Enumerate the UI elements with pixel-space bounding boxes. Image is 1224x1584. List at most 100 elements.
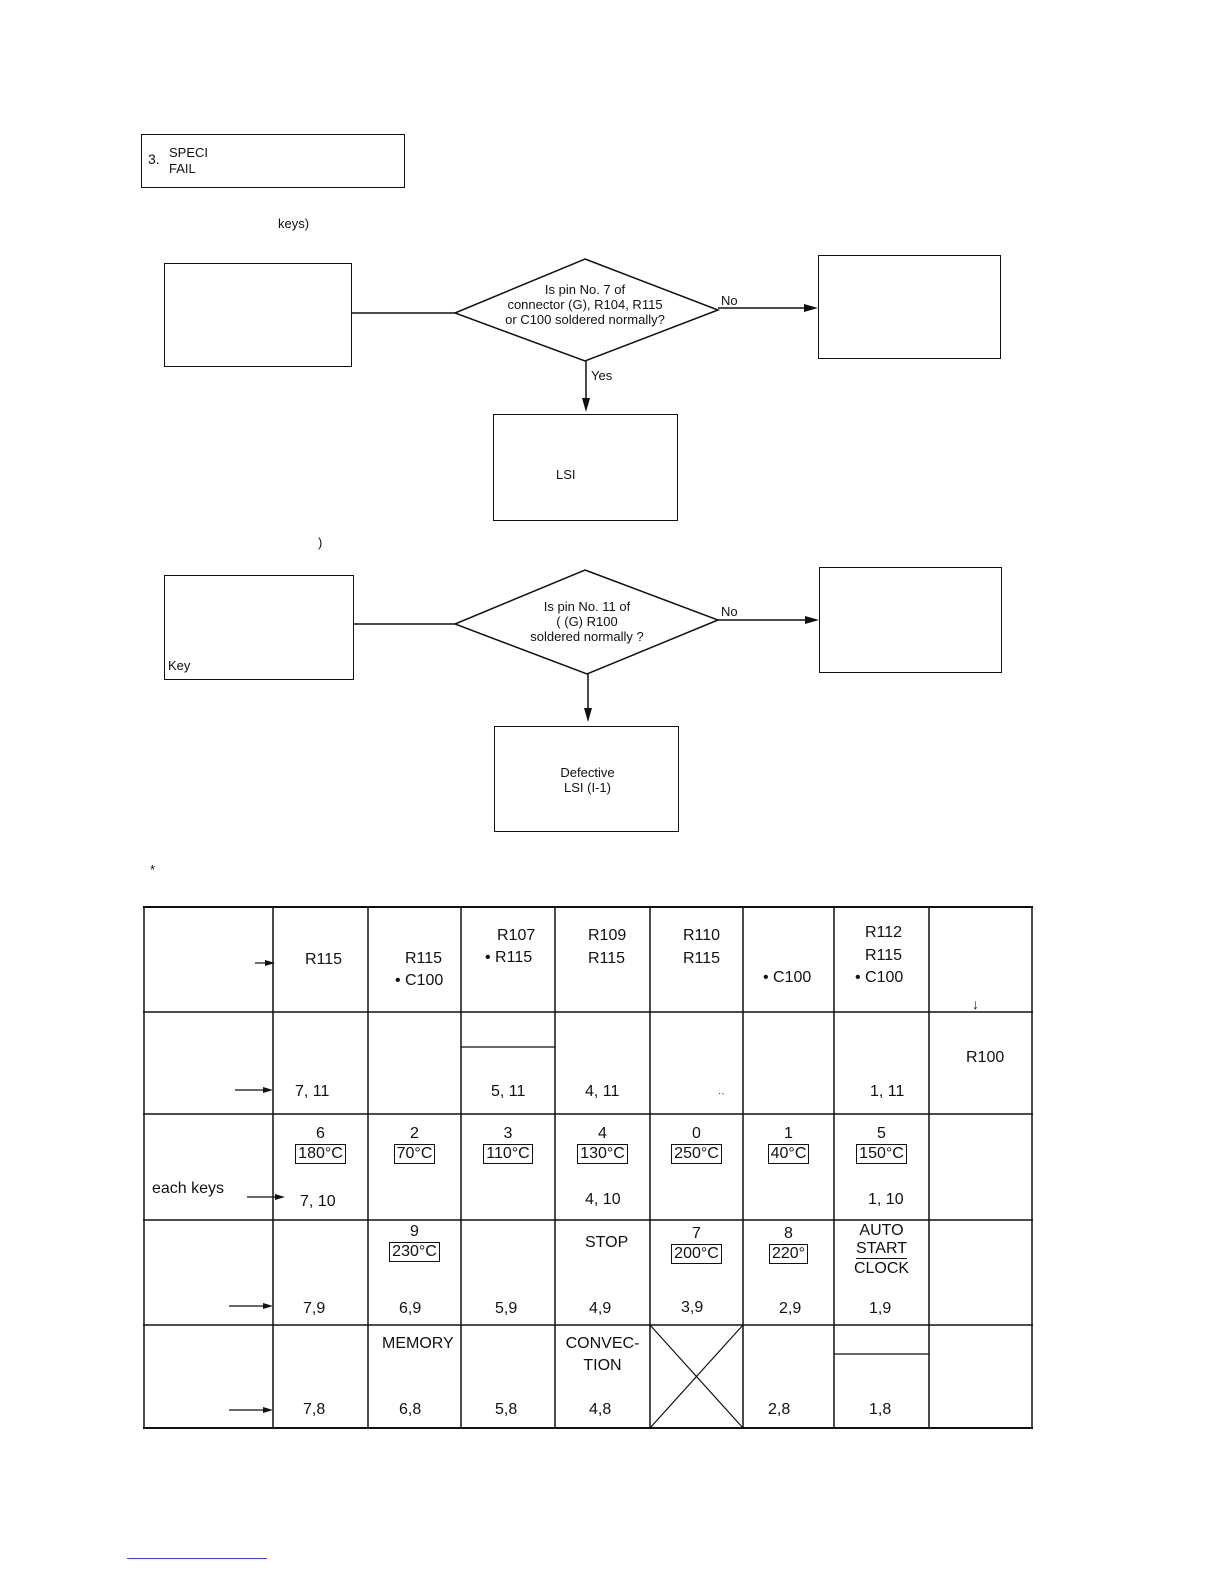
flow1-right-box bbox=[818, 255, 1001, 359]
flow2-diamond-line2: ( (G) R100 bbox=[556, 614, 618, 629]
flow1-diamond-line1: Is pin No. 7 of bbox=[544, 282, 626, 297]
r2c5-mark: ·˴ bbox=[718, 1088, 725, 1099]
r4c6-temp: 220° bbox=[768, 1244, 809, 1264]
r5c3-pins: 5,8 bbox=[495, 1401, 518, 1418]
r1c3-line2: • R115 bbox=[485, 949, 533, 966]
r4c5-num: 7 bbox=[692, 1225, 701, 1242]
r3c1-key[interactable]: 6 180°C bbox=[273, 1124, 368, 1164]
r4c7-key[interactable]: AUTO START CLOCK bbox=[834, 1222, 929, 1279]
r5c4-line2: TION bbox=[583, 1357, 622, 1374]
flow1-heading: keys) bbox=[278, 216, 310, 231]
r3c6-key[interactable]: 1 40°C bbox=[743, 1124, 834, 1164]
r1c7-line1: R112 bbox=[865, 924, 903, 941]
r4c7-line2: START bbox=[856, 1240, 907, 1259]
r2c7-pins: 1, 11 bbox=[870, 1083, 905, 1100]
flow2-left-box: Key bbox=[164, 575, 354, 680]
r1c5-line1: R110 bbox=[683, 927, 721, 944]
r3c1-num: 6 bbox=[316, 1125, 325, 1142]
r1c7-line2: R115 bbox=[865, 947, 903, 964]
r3c4-pins: 4, 10 bbox=[585, 1191, 621, 1208]
r2c8-value: R100 bbox=[966, 1049, 1005, 1066]
r3c7-num: 5 bbox=[877, 1125, 886, 1142]
r3c7-temp: 150°C bbox=[856, 1144, 907, 1164]
r3c7-pins: 1, 10 bbox=[868, 1191, 904, 1208]
r3c3-temp: 110°C bbox=[483, 1144, 533, 1164]
r3c6-num: 1 bbox=[784, 1125, 793, 1142]
flow2-no-label: No bbox=[721, 604, 738, 619]
r4c5-key[interactable]: 7 200°C bbox=[650, 1224, 743, 1264]
r4c6-num: 8 bbox=[784, 1225, 793, 1242]
r4c2-temp: 230°C bbox=[389, 1242, 440, 1262]
r5c7-pins: 1,8 bbox=[869, 1401, 892, 1418]
r1c2-line2: • C100 bbox=[395, 972, 444, 989]
r2c3-pins: 5, 11 bbox=[491, 1083, 526, 1100]
r4c4-pins: 4,9 bbox=[589, 1300, 612, 1317]
r3c2-num: 2 bbox=[410, 1125, 419, 1142]
table-grid bbox=[143, 906, 1033, 1429]
r3-label: each keys bbox=[152, 1180, 225, 1197]
r4c2-key[interactable]: 9 230°C bbox=[368, 1222, 461, 1262]
flow2-right-box bbox=[819, 567, 1002, 673]
r4c1-pins: 7,9 bbox=[303, 1300, 326, 1317]
key-matrix-table: R115 R115 • C100 R107 • R115 R109 R115 R… bbox=[143, 906, 1033, 1429]
r4c3-pins: 5,9 bbox=[495, 1300, 518, 1317]
section-title-line2: FAIL bbox=[169, 161, 196, 176]
flow1-bottom-box: LSI bbox=[493, 414, 678, 521]
r1c3-line1: R107 bbox=[497, 927, 536, 944]
flow2-left-box-label: Key bbox=[168, 658, 191, 673]
r4c7-line3: CLOCK bbox=[853, 1260, 910, 1277]
r1c6-line1: • C100 bbox=[763, 969, 812, 986]
footnote-mark: * bbox=[150, 862, 156, 877]
r4c7-line1: AUTO bbox=[859, 1222, 904, 1239]
r3c4-key[interactable]: 4 130°C bbox=[555, 1124, 650, 1164]
r4c6-pins: 2,9 bbox=[779, 1300, 802, 1317]
flow2-bottom-box-line2: LSI (I-1) bbox=[564, 780, 611, 795]
flow1-diamond-line3: or C100 soldered normally? bbox=[505, 312, 665, 327]
flow1-left-box bbox=[164, 263, 352, 367]
r3c5-key[interactable]: 0 250°C bbox=[650, 1124, 743, 1164]
r3c1-pins: 7, 10 bbox=[300, 1193, 336, 1210]
r4c2-num: 9 bbox=[410, 1223, 419, 1240]
flow2-diamond-line3: soldered normally ? bbox=[530, 629, 644, 644]
r5c4-convection-key[interactable]: CONVEC- TION bbox=[555, 1333, 650, 1377]
r3c6-temp: 40°C bbox=[767, 1144, 810, 1164]
r3c1-temp: 180°C bbox=[295, 1144, 346, 1164]
r1c8-arrow: ↓ bbox=[972, 996, 979, 1012]
r4c7-pins: 1,9 bbox=[869, 1300, 892, 1317]
r3c2-key[interactable]: 2 70°C bbox=[368, 1124, 461, 1164]
r3c4-num: 4 bbox=[598, 1125, 607, 1142]
r2c1-pins: 7, 11 bbox=[295, 1083, 330, 1100]
r2c4-pins: 4, 11 bbox=[585, 1083, 620, 1100]
r5c1-pins: 7,8 bbox=[303, 1401, 326, 1418]
r4c6-key[interactable]: 8 220° bbox=[743, 1224, 834, 1264]
r1c7-line3: • C100 bbox=[855, 969, 904, 986]
flow1-yes-label: Yes bbox=[591, 368, 613, 383]
flow2-decision-diamond bbox=[452, 569, 721, 675]
flow2-heading: ) bbox=[318, 535, 323, 550]
section-title-line1: SPECI bbox=[169, 145, 209, 160]
r4c5-pins: 3,9 bbox=[681, 1299, 704, 1316]
r1c1-line1: R115 bbox=[305, 951, 343, 968]
r3c2-temp: 70°C bbox=[393, 1144, 436, 1164]
r3c3-key[interactable]: 3 110°C bbox=[461, 1124, 555, 1164]
r5c4-pins: 4,8 bbox=[589, 1401, 612, 1418]
flow2-bottom-box-line1: Defective bbox=[560, 765, 615, 780]
r1c5-line2: R115 bbox=[683, 950, 721, 967]
section-header-box: 3. SPECI FAIL bbox=[141, 134, 405, 188]
r1c2-line1: R115 bbox=[405, 950, 443, 967]
r1c4-line1: R109 bbox=[588, 927, 627, 944]
r3c7-key[interactable]: 5 150°C bbox=[834, 1124, 929, 1164]
flow1-no-label: No bbox=[721, 293, 738, 308]
flow1-bottom-box-label: LSI bbox=[556, 467, 576, 482]
r3c5-num: 0 bbox=[692, 1125, 701, 1142]
r5c2-memory-key[interactable]: MEMORY bbox=[382, 1335, 454, 1352]
r3c3-num: 3 bbox=[503, 1125, 513, 1142]
flow1-decision-diamond bbox=[452, 258, 721, 362]
flow2-diamond-line1: Is pin No. 11 of bbox=[543, 599, 631, 614]
r5c4-line1: CONVEC- bbox=[565, 1335, 640, 1352]
r4c4-stop-key[interactable]: STOP bbox=[585, 1234, 629, 1251]
r5c2-pins: 6,8 bbox=[399, 1401, 422, 1418]
r3c4-temp: 130°C bbox=[577, 1144, 628, 1164]
r4c5-temp: 200°C bbox=[671, 1244, 722, 1264]
footer-rule bbox=[127, 1558, 267, 1559]
